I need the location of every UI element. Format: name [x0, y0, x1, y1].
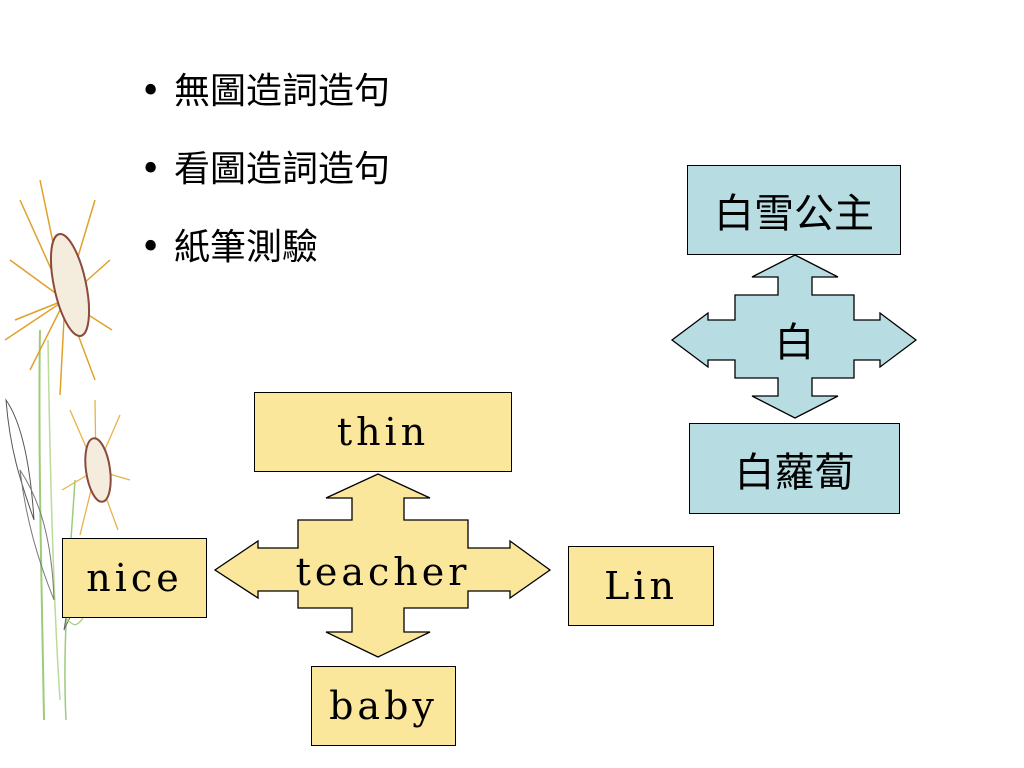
word-box-right: Lin — [568, 546, 714, 626]
chinese-box-bottom: 白蘿蔔 — [689, 423, 900, 514]
bullet-item: • 紙筆測驗 — [140, 218, 390, 296]
word-box-bottom: baby — [311, 666, 456, 746]
chinese-box-top: 白雪公主 — [687, 165, 901, 255]
chinese-four-way-arrow — [670, 254, 918, 419]
center-word-text: teacher — [295, 550, 471, 594]
word-left: nice — [86, 556, 183, 600]
bullet-text: 紙筆測驗 — [174, 227, 319, 268]
word-box-left: nice — [62, 538, 207, 618]
bullet-list: • 無圖造詞造句 • 看圖造詞造句 • 紙筆測驗 — [140, 62, 390, 296]
bullet-item: • 無圖造詞造句 — [140, 62, 390, 140]
word-box-top: thin — [254, 392, 512, 472]
word-right: Lin — [604, 564, 678, 608]
center-word-english: teacher — [295, 545, 471, 599]
center-chinese-text: 白 — [774, 320, 815, 366]
bullet-marker: • — [140, 227, 162, 268]
bullet-item: • 看圖造詞造句 — [140, 140, 390, 218]
bullet-marker: • — [140, 149, 162, 190]
bullet-text: 看圖造詞造句 — [174, 149, 391, 190]
bullet-text: 無圖造詞造句 — [174, 71, 391, 112]
bullet-marker: • — [140, 71, 162, 112]
word-top: thin — [336, 410, 430, 454]
chinese-word-bottom: 白蘿蔔 — [734, 449, 855, 496]
center-word-chinese: 白 — [735, 308, 854, 370]
english-four-way-arrow — [213, 473, 552, 658]
chinese-word-top: 白雪公主 — [714, 191, 874, 237]
word-bottom: baby — [329, 684, 438, 728]
